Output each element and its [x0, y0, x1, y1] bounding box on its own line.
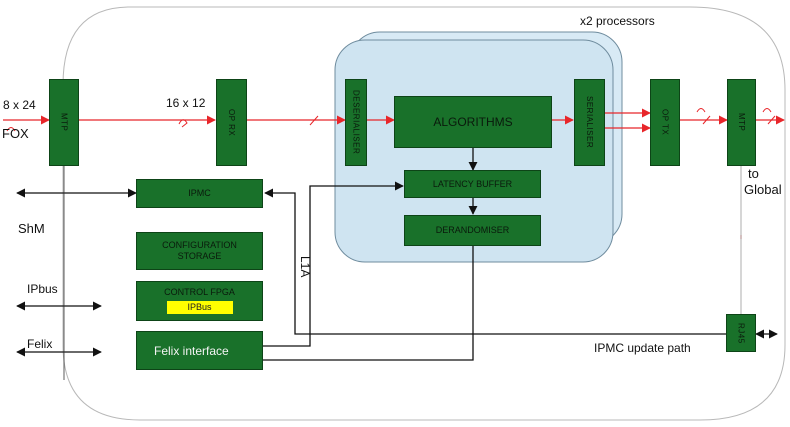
derandomiser-output-line — [263, 246, 474, 361]
to-label: to — [748, 166, 759, 181]
l1a-line — [263, 181, 404, 347]
rj45-label: RJ45 — [736, 322, 746, 344]
felix-interface-block: Felix interface — [136, 331, 263, 370]
fiber-slash-icon — [767, 115, 776, 125]
deserialiser-block: DESERIALISER — [345, 79, 367, 166]
ipmc-block: IPMC — [136, 179, 263, 208]
felix-label: Felix — [27, 337, 53, 351]
x2-processors-label: x2 processors — [580, 14, 655, 28]
ipbus-chip: IPBus — [166, 301, 233, 314]
global-label: Global — [744, 182, 782, 197]
fox-label: FOX — [2, 126, 29, 141]
fibers-16x12-label: 16 x 12 — [166, 96, 206, 110]
mtp-input-label: MTP — [59, 113, 69, 132]
shm-label: ShM — [18, 221, 45, 236]
ipmc-update-path-line — [264, 188, 726, 335]
mtp-output-label: MTP — [737, 113, 746, 132]
derandomiser-block: DERANDOMISER — [404, 215, 541, 246]
rj45-block: RJ45 — [726, 314, 756, 352]
op-tx-block: OP TX — [650, 79, 680, 166]
control-fpga-block: CONTROL FPGA IPBus — [136, 281, 263, 321]
configuration-storage-label: CONFIGURATION STORAGE — [162, 240, 237, 261]
algorithms-label: ALGORITHMS — [433, 115, 513, 129]
mtp-output-block: MTP — [727, 79, 756, 166]
derandomiser-label: DERANDOMISER — [435, 225, 510, 235]
ipmc-label: IPMC — [188, 188, 211, 198]
fox-count-label: 8 x 24 — [3, 98, 36, 112]
op-rx-block: OP RX — [216, 79, 247, 166]
processor-front — [334, 39, 614, 263]
felix-interface-label: Felix interface — [154, 343, 229, 358]
fiber-loop-icon — [6, 127, 16, 132]
fiber-loop-icon — [178, 119, 188, 128]
control-fpga-label: CONTROL FPGA — [164, 287, 235, 297]
algorithms-block: ALGORITHMS — [394, 96, 552, 148]
mtp-input-block: MTP — [49, 79, 79, 166]
deserialiser-label: DESERIALISER — [351, 90, 361, 155]
latency-buffer-block: LATENCY BUFFER — [404, 170, 541, 198]
serialiser-block: SERIALISER — [574, 79, 605, 166]
op-tx-label: OP TX — [660, 109, 670, 136]
configuration-storage-block: CONFIGURATION STORAGE — [136, 232, 263, 270]
fiber-loop-icon — [762, 108, 772, 113]
ipbus-label: IPbus — [27, 282, 58, 296]
op-rx-label: OP RX — [227, 108, 236, 137]
latency-buffer-label: LATENCY BUFFER — [432, 178, 513, 189]
fiber-slash-icon — [309, 115, 319, 126]
fiber-loop-icon — [696, 108, 706, 113]
l1a-label: L1A — [298, 256, 312, 278]
fiber-slash-icon — [702, 115, 711, 125]
ipmc-update-path-label: IPMC update path — [594, 341, 691, 355]
serialiser-label: SERIALISER — [585, 96, 594, 149]
